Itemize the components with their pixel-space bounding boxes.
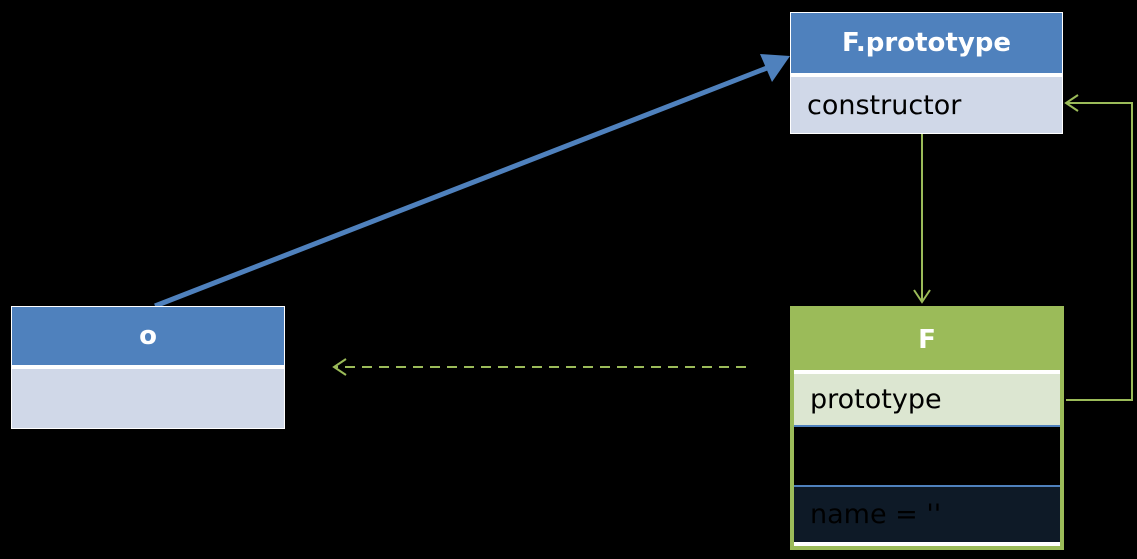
name-field: name = ''	[794, 485, 1060, 542]
fprototype-title: F.prototype	[791, 13, 1062, 73]
o-title: o	[12, 307, 284, 365]
prototype-field: prototype	[794, 370, 1060, 425]
fprototype-node: F.prototype constructor	[790, 12, 1063, 134]
f-node: F prototype name = ''	[790, 306, 1064, 550]
proto-link-arrow	[154, 54, 790, 309]
prototype-field-arrow	[1064, 94, 1133, 401]
f-title: F	[794, 310, 1060, 370]
f-blank-field	[794, 425, 1060, 485]
instantiation-dashed-arrow	[332, 358, 746, 376]
o-empty-field	[12, 369, 284, 428]
o-node: o	[11, 306, 285, 429]
constructor-arrow	[913, 134, 931, 304]
constructor-field: constructor	[791, 77, 1062, 133]
